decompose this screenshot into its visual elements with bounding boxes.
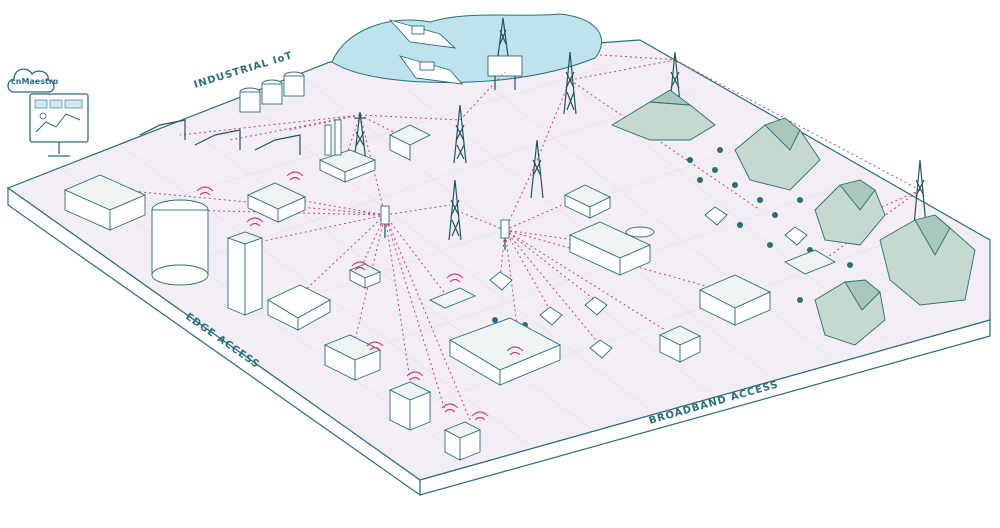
commercial-block	[698, 274, 772, 326]
monitor-icon	[29, 93, 89, 157]
warehouse-central	[448, 317, 562, 386]
access-point-broadband	[500, 219, 510, 250]
solar-array	[428, 287, 477, 309]
tower-north-east	[563, 51, 577, 115]
school-campus	[568, 221, 655, 276]
house-broadband-south	[658, 325, 702, 363]
skyscraper	[226, 231, 264, 316]
pump-jacks	[139, 119, 301, 155]
ground-grid	[59, 49, 941, 463]
cloud-icon	[7, 68, 55, 93]
cnmaestro-logo: cnMaestro	[4, 60, 59, 96]
ships	[388, 19, 464, 85]
homes	[489, 206, 837, 359]
office-tower-round	[151, 199, 209, 286]
house-gabled-edge	[267, 284, 331, 331]
wifi-signals	[196, 171, 524, 421]
hospital	[323, 334, 382, 381]
tower-mountain-east	[913, 159, 927, 226]
access-point-edge	[380, 205, 390, 238]
tower-east	[530, 139, 544, 199]
logo-text: cnMaestro	[11, 77, 59, 86]
tower-center	[448, 179, 462, 241]
dashboard-monitor	[28, 92, 90, 164]
farmhouse	[563, 184, 612, 219]
office-building	[246, 182, 307, 223]
tower-industrial	[353, 111, 367, 163]
industrial-plant	[318, 119, 432, 183]
oil-platform	[487, 17, 523, 90]
storage-tanks	[239, 71, 305, 113]
factory-west	[63, 174, 147, 231]
ground-side-right	[419, 319, 991, 496]
tower-center-north	[453, 104, 467, 164]
mountains	[610, 89, 976, 346]
apartments	[388, 381, 482, 461]
